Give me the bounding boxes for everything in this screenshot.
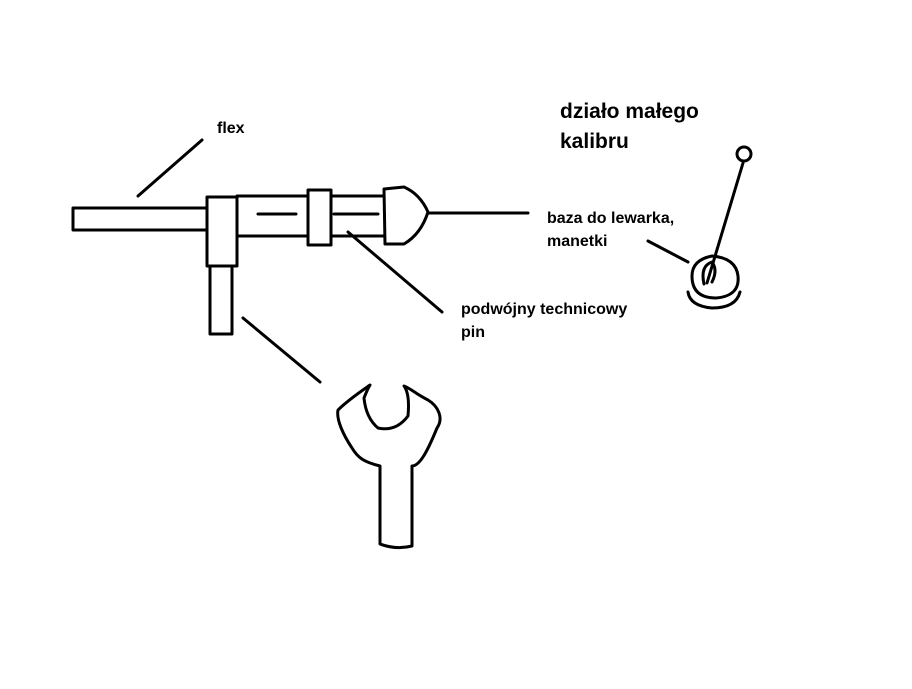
pin-leader-line — [346, 230, 444, 314]
end-cap — [382, 185, 430, 246]
gun-knob — [735, 145, 753, 163]
pin-label-line-1: podwójny technicowy — [461, 301, 628, 318]
pin-collar — [306, 188, 333, 247]
baza-label-line-2: manetki — [547, 233, 608, 250]
vertical-stub — [208, 264, 234, 336]
title-line-1: działo małego — [560, 100, 699, 123]
gun-base-top — [690, 254, 740, 300]
flex-leader-line — [136, 138, 204, 198]
pin-label-line-2: pin — [461, 324, 485, 341]
gun-stick — [705, 161, 745, 285]
baza-leader-line — [646, 239, 690, 264]
clamp-block — [205, 195, 239, 268]
flex-label: flex — [217, 120, 245, 137]
title-line-2: kalibru — [560, 130, 629, 153]
gun-base-bottom — [686, 290, 742, 310]
rod-left — [71, 206, 210, 232]
baza-label-line-1: baza do lewarka, — [547, 210, 675, 227]
wrench-leader-line — [241, 316, 322, 384]
wrench-shape — [336, 383, 442, 550]
